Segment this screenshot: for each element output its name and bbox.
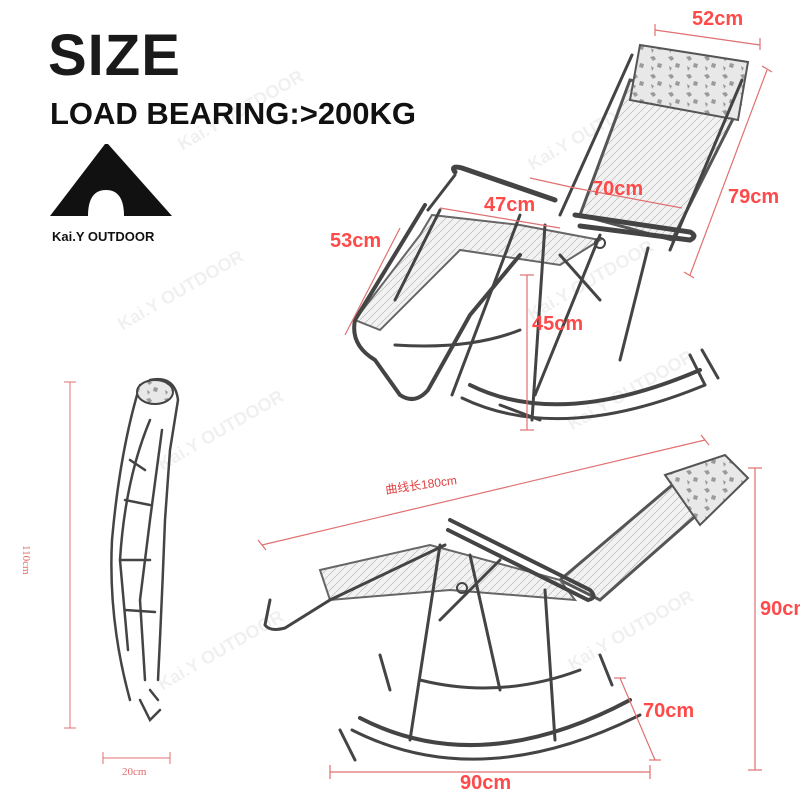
load-bearing-label: LOAD BEARING:>200KG — [50, 96, 417, 131]
dim-seat-depth: 53cm — [330, 230, 382, 252]
dim-seat-height: 45cm — [532, 313, 584, 335]
page-title: SIZE — [48, 23, 181, 88]
folded-dimension-lines — [64, 381, 171, 764]
reclined-dimension-lines — [257, 434, 762, 779]
dim-folded-width: 20cm — [122, 766, 147, 778]
tent-logo-icon — [50, 144, 172, 216]
top-chair-drawing — [352, 43, 750, 422]
reclined-chair-drawing — [263, 453, 750, 762]
top-dimension-lines — [344, 24, 773, 431]
dim-seat-width: 70cm — [592, 178, 644, 200]
dim-rocker-height: 70cm — [643, 700, 695, 722]
logo-text: Kai.Y OUTDOOR — [52, 229, 155, 244]
dim-reclined-height: 90cm — [760, 598, 800, 620]
dim-top-width: 52cm — [692, 8, 744, 30]
dim-folded-height: 110cm — [20, 545, 32, 575]
dim-back-height: 79cm — [728, 186, 780, 208]
dim-armrest-gap: 47cm — [484, 194, 536, 216]
dim-base-length: 90cm — [460, 772, 512, 794]
folded-chair-drawing — [110, 377, 180, 723]
